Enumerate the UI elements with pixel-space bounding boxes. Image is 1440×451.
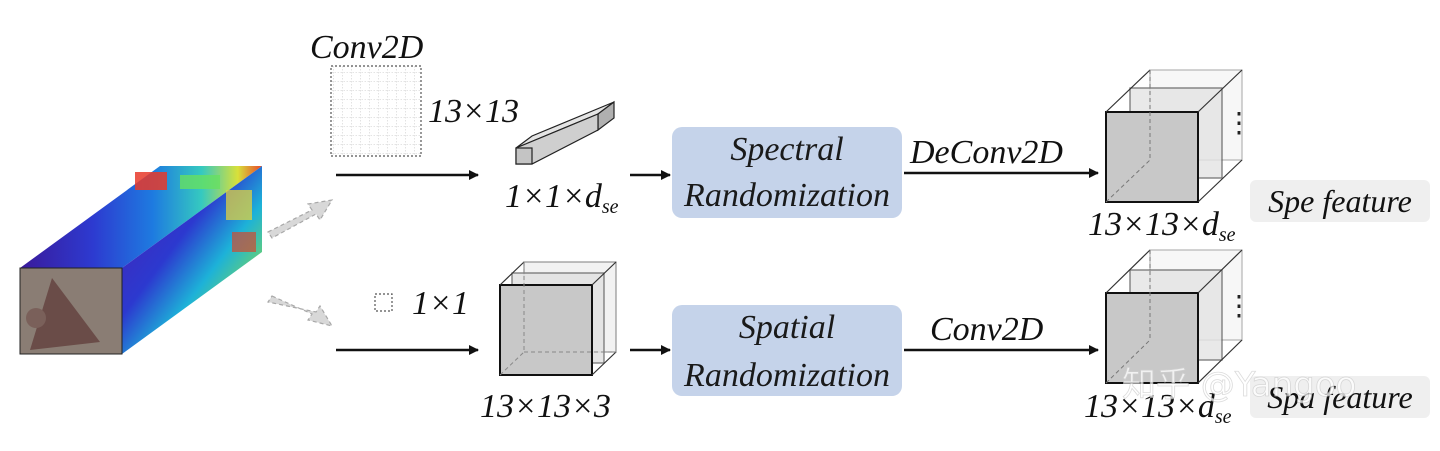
hsi-cube-top-face	[20, 166, 262, 268]
svg-text:⋮: ⋮	[1225, 108, 1253, 139]
spa-output-dim: 13×13×dse	[1084, 388, 1232, 428]
kernel-grid-13x13	[330, 65, 422, 157]
hsi-front-circle	[26, 308, 46, 328]
kernel-1x1	[374, 293, 393, 312]
spe-feature-tag: Spe feature	[1250, 180, 1430, 222]
hsi-input-cube	[19, 166, 262, 355]
spa-output-stack: ⋮	[1105, 249, 1253, 384]
watermark: 知乎 @Yangoo	[1122, 365, 1356, 405]
hsi-front-border	[19, 267, 123, 355]
spectral-randomization-module: Spectral Randomization	[672, 127, 902, 218]
spectral-vector-bar	[515, 100, 615, 165]
svg-text:Spa feature: Spa feature	[1267, 379, 1412, 415]
deconv2d-label: DeConv2D	[909, 134, 1063, 171]
hsi-hotspot-1	[135, 172, 167, 190]
kernel-size-bottom: 1×1	[412, 285, 469, 322]
kernel-size-top: 13×13	[428, 93, 519, 130]
spa-feature-tag: Spa feature	[1250, 376, 1430, 418]
conv2d-label-top: Conv2D	[310, 29, 424, 66]
spatial-randomization-module: Spatial Randomization	[672, 305, 902, 396]
svg-text:Spe feature: Spe feature	[1268, 183, 1412, 219]
spatial-cube-dim: 13×13×3	[480, 388, 611, 425]
svg-text:Randomization: Randomization	[683, 177, 890, 214]
hsi-front-shape	[30, 278, 100, 350]
spatial-input-cube	[499, 261, 617, 376]
svg-text:Spatial: Spatial	[739, 309, 835, 346]
hsi-hotspot-3	[226, 190, 252, 220]
dashed-arrow-down	[267, 295, 334, 327]
spe-output-dim: 13×13×dse	[1088, 206, 1236, 246]
spe-output-stack: ⋮	[1105, 69, 1253, 203]
svg-text:⋮: ⋮	[1225, 291, 1253, 322]
dashed-arrow-up	[267, 199, 334, 239]
hsi-hotspot-4	[232, 232, 256, 252]
svg-text:Randomization: Randomization	[683, 357, 890, 394]
svg-text:Spectral: Spectral	[730, 131, 843, 168]
conv2d-label-bottom: Conv2D	[930, 311, 1044, 348]
vector-dim-label: 1×1×dse	[505, 178, 619, 218]
hsi-hotspot-2	[180, 175, 220, 189]
